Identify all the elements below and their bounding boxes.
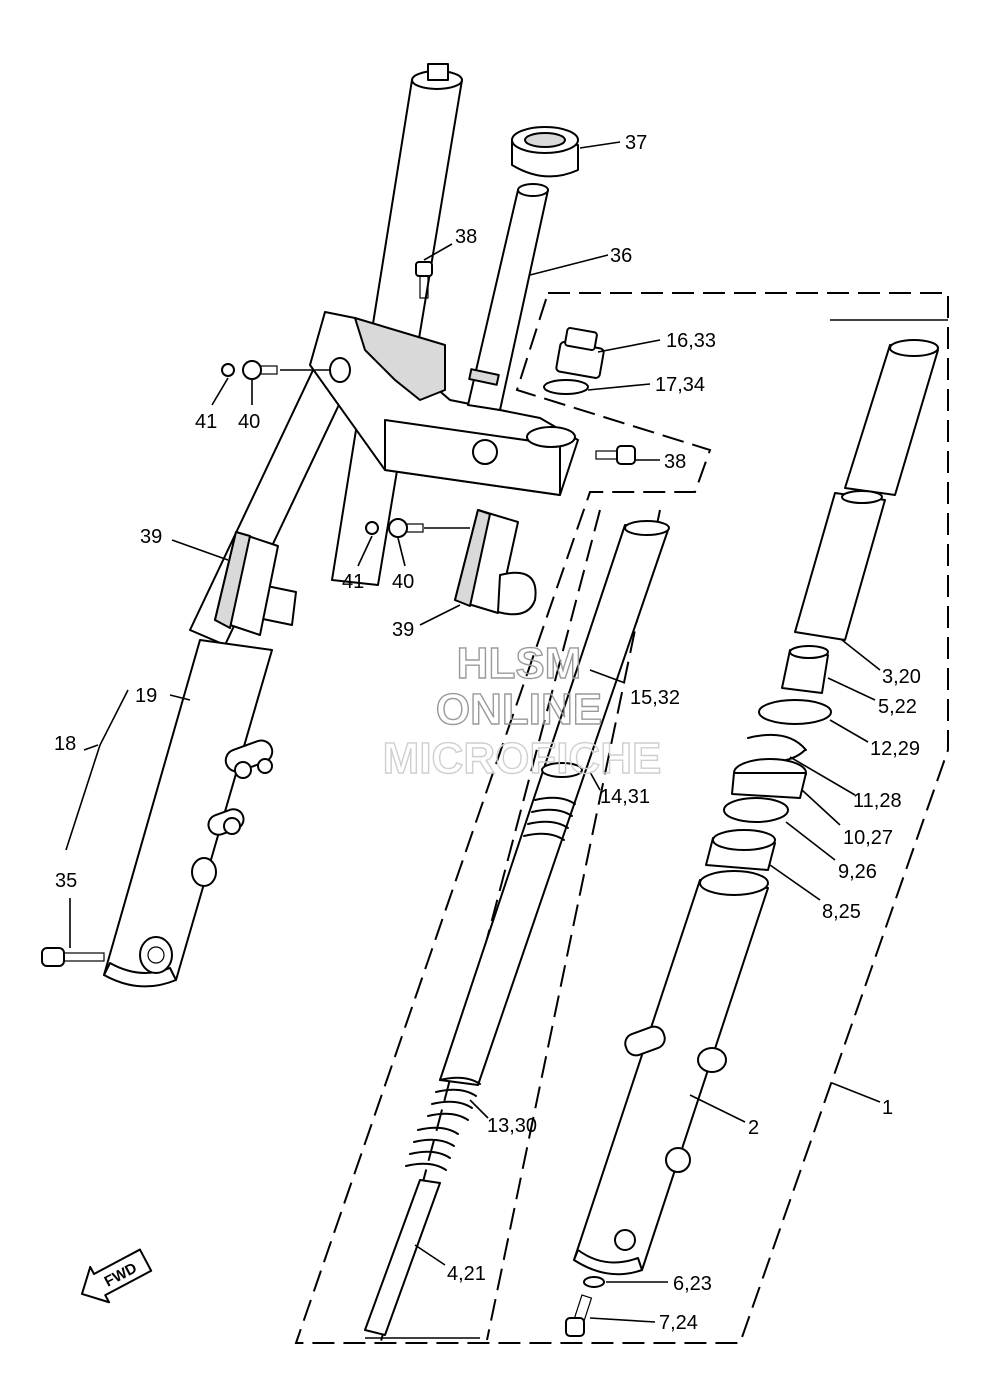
bolt-upper <box>415 261 433 299</box>
seat-14 <box>541 762 583 778</box>
outer-tube <box>573 870 769 1276</box>
reflector-left <box>214 531 279 636</box>
callout-38-upper: 38 <box>455 226 477 248</box>
callout-19: 19 <box>135 685 157 707</box>
callout-9-26: 9,26 <box>838 861 877 883</box>
watermark-line-2: ONLINE <box>436 685 602 734</box>
callout-10-27: 10,27 <box>843 827 893 849</box>
callout-6-23: 6,23 <box>673 1273 712 1295</box>
callout-16-33: 16,33 <box>666 330 716 352</box>
callout-7-24: 7,24 <box>659 1312 698 1334</box>
callout-37: 37 <box>625 132 647 154</box>
reflector-right <box>454 509 537 616</box>
inner-tube-right <box>439 520 670 1086</box>
assembly-outline-fork-tube <box>294 292 949 1344</box>
callout-8-25: 8,25 <box>822 901 861 923</box>
inner-tube-lower <box>794 490 886 641</box>
callout-14-31: 14,31 <box>600 786 650 808</box>
callout-4-21: 4,21 <box>447 1263 486 1285</box>
callout-35: 35 <box>55 870 77 892</box>
callout-36: 36 <box>610 245 632 267</box>
callout-18: 18 <box>54 733 76 755</box>
washer-bolt-lower <box>365 518 424 538</box>
callout-11-28: 11,28 <box>853 790 902 812</box>
fwd-arrow-icon <box>80 1248 153 1304</box>
callout-39-right: 39 <box>392 619 414 641</box>
washer-bolt-upper <box>221 360 278 380</box>
oil-seal <box>731 758 807 799</box>
leader-lines <box>65 141 948 1339</box>
callout-17-34: 17,34 <box>655 374 705 396</box>
callout-40-lower: 40 <box>392 571 414 593</box>
cap-bolt <box>555 327 605 379</box>
inner-tube-upper <box>844 339 939 496</box>
callout-labels: 37 38 36 16,33 17,34 38 41 40 41 40 39 3… <box>54 132 921 1334</box>
dust-seal <box>758 699 832 725</box>
spring-lower <box>405 1076 481 1171</box>
bolt-clamp <box>595 445 636 465</box>
clip-11 <box>747 733 807 763</box>
watermark-line-1: HLSM <box>457 639 582 688</box>
callout-38-right: 38 <box>664 451 686 473</box>
callout-12-29: 12,29 <box>870 738 920 760</box>
collar-5 <box>781 645 829 694</box>
washer-9 <box>723 797 789 823</box>
callout-13-30: 13,30 <box>487 1115 537 1137</box>
watermark-line-3: MICROFICHE <box>383 734 662 783</box>
bearing <box>511 126 579 178</box>
axle-pinch-bolt <box>41 947 105 967</box>
o-ring <box>543 379 589 395</box>
washer-6 <box>583 1276 605 1288</box>
callout-1: 1 <box>882 1097 893 1119</box>
steering-stem <box>467 183 549 411</box>
callout-40-upper: 40 <box>238 411 260 433</box>
bushing-8 <box>705 829 776 871</box>
lower-bracket <box>309 311 579 496</box>
callout-15-32: 15,32 <box>630 687 680 709</box>
callout-39-left: 39 <box>140 526 162 548</box>
callout-2: 2 <box>748 1117 759 1139</box>
callout-3-20: 3,20 <box>882 666 921 688</box>
watermark: HLSM ONLINE MICROFICHE <box>382 638 662 783</box>
spring-upper <box>523 796 576 841</box>
forward-direction-badge: FWD <box>80 1248 153 1304</box>
callout-41-upper: 41 <box>195 411 217 433</box>
callout-41-lower: 41 <box>342 571 364 593</box>
callout-5-22: 5,22 <box>878 696 917 718</box>
damper-rod <box>364 1179 441 1336</box>
drain-bolt <box>565 1294 593 1337</box>
